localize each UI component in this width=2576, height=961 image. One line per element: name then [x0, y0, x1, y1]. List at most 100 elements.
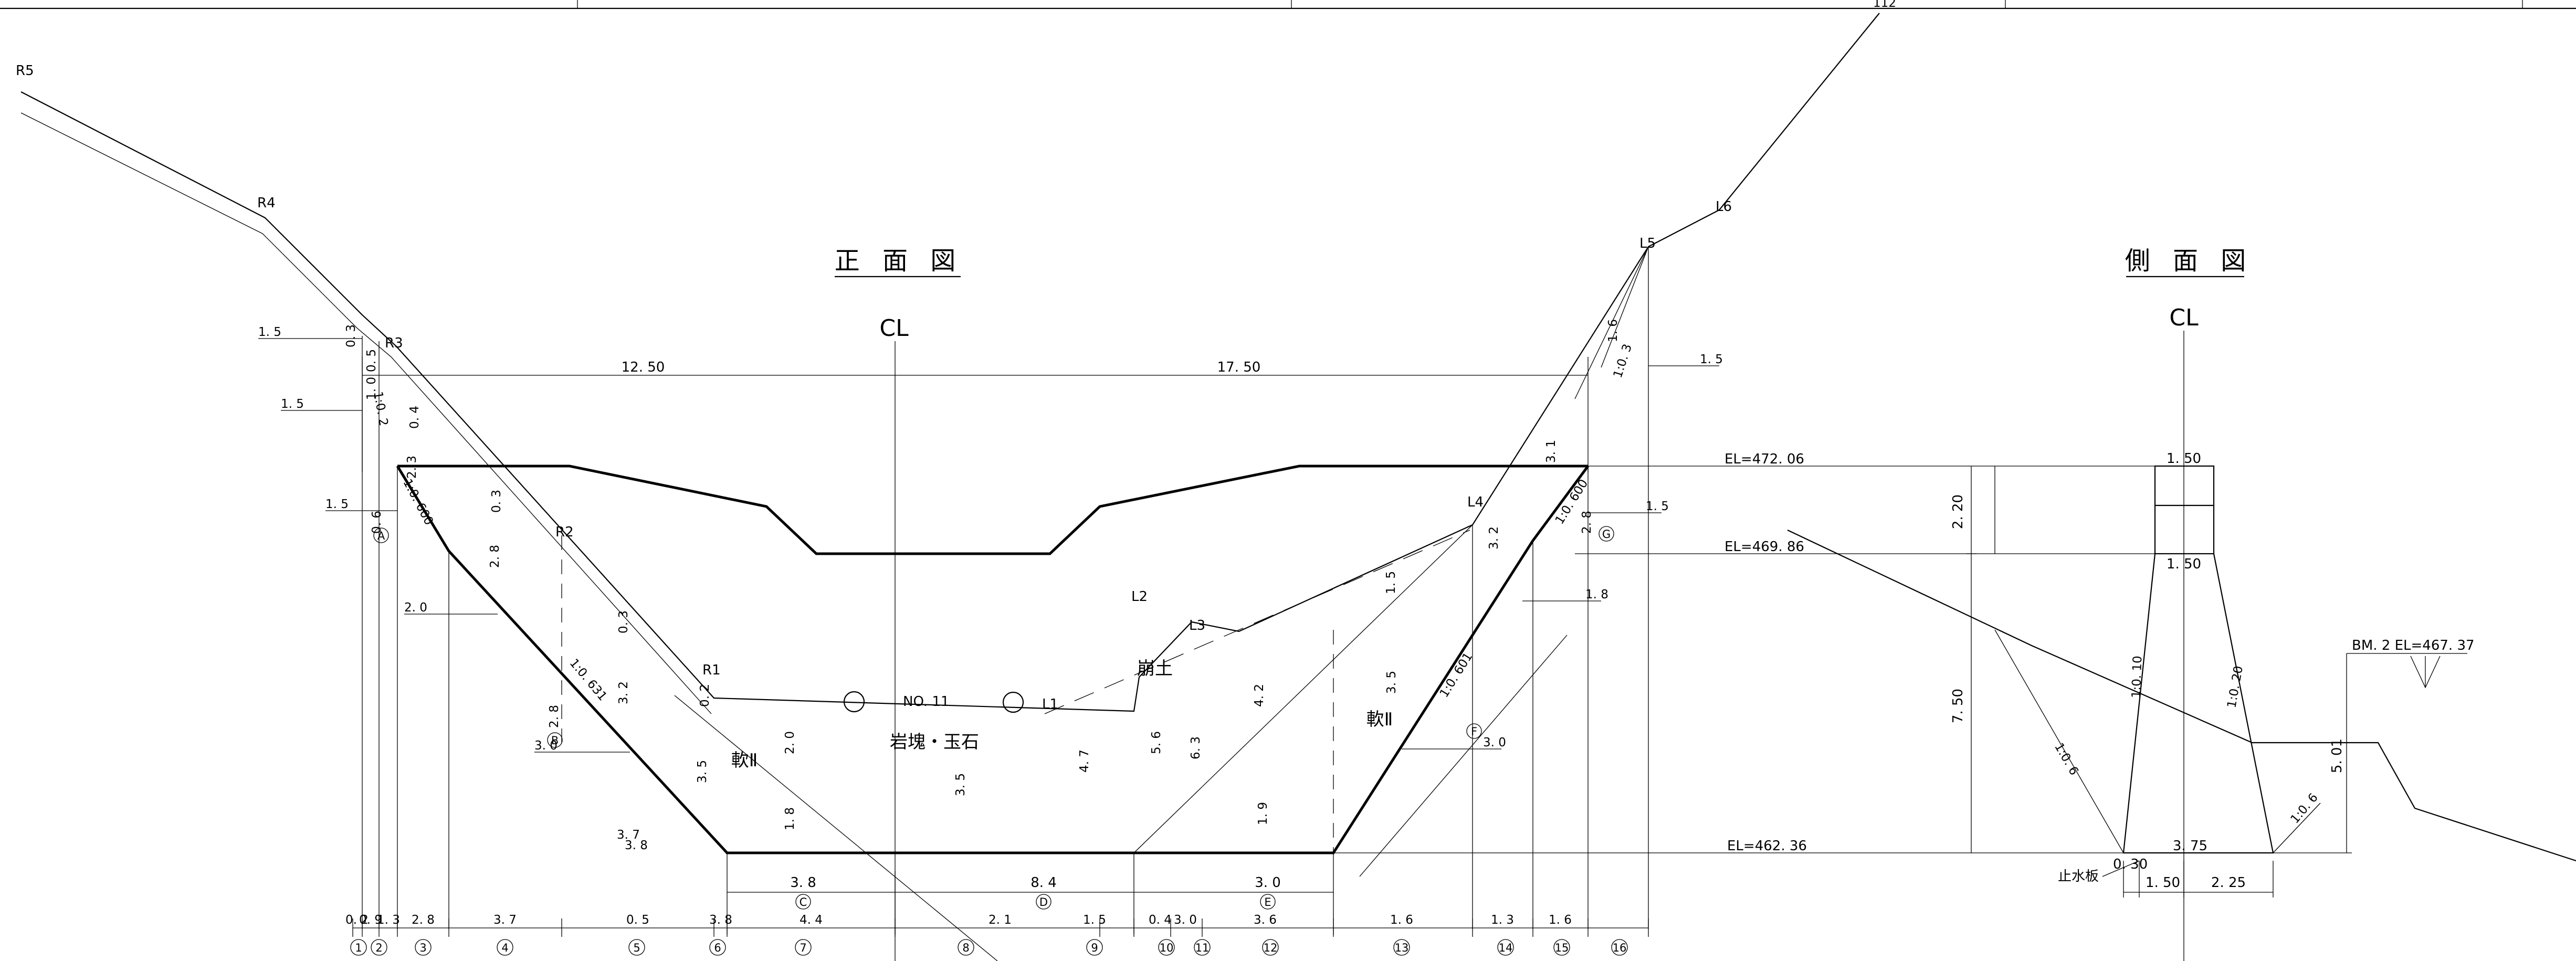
title-block-fragment: 112: [0, 0, 2576, 10]
station-mark-label: 1: [355, 942, 362, 954]
slope-label-b: 1:0. 631: [567, 657, 609, 704]
boring-circle-left: [843, 691, 865, 713]
vertical-dim-8: 5. 6: [1150, 731, 1163, 754]
side-dam-section: [2122, 465, 2274, 854]
bottom-dim-6: 0. 5: [626, 913, 649, 927]
station-mark-label: 9: [1091, 942, 1098, 954]
benchmark: BM. 2 EL=467. 37 5. 01: [2273, 638, 2475, 853]
station-mark-14: 14: [1497, 939, 1514, 956]
station-mark-10: 10: [1158, 939, 1175, 956]
material-collapse-soil: 崩土: [1137, 658, 1173, 679]
side-foot-slope-left: 1:0. 6: [2052, 741, 2081, 777]
station-mark-11: 11: [1194, 939, 1211, 956]
benchmark-height: 5. 01: [2329, 738, 2345, 773]
point-label-r1: R1: [702, 662, 721, 678]
station-mark-label: 3: [419, 942, 426, 954]
slope-labels: 1:0. 600 1:0. 631 1:0. 601 1:0. 600 1:0.…: [371, 342, 1635, 703]
elevation-label-top: EL=472. 06: [1725, 451, 1804, 467]
material-soft-left: 軟Ⅱ: [731, 750, 758, 771]
left-label-5: 3. 0: [534, 739, 558, 753]
point-label-r4: R4: [257, 195, 276, 211]
left-label-2: 1. 5: [281, 397, 304, 411]
station-mark-2: 2: [371, 939, 387, 956]
vertical-dim-19: 0. 4: [408, 406, 422, 429]
station-mark-13: 13: [1393, 939, 1410, 956]
side-height-total: 7. 50: [1950, 689, 1966, 723]
right-label-3: 1. 8: [1585, 588, 1608, 601]
vertical-dim-23: 1. 0: [365, 377, 378, 400]
material-soft-right: 軟Ⅱ: [1366, 709, 1393, 730]
side-base-width: 3. 75: [2173, 838, 2207, 854]
vertical-dim-21: 0. 3: [344, 324, 358, 347]
vertical-dim-2: 3. 2: [617, 681, 630, 704]
vertical-dim-10: 4. 2: [1253, 684, 1266, 707]
station-mark-label: 6: [714, 942, 721, 954]
sub-dim-d: 8. 4: [1031, 875, 1057, 891]
side-view-title: 側 面 図: [2125, 246, 2254, 276]
front-view-title: 正 面 図: [835, 246, 963, 276]
station-mark-3: 3: [415, 939, 432, 956]
left-label-1: 1. 5: [258, 325, 281, 339]
station-mark-label: 5: [633, 942, 640, 954]
right-label-2: 1. 5: [1646, 500, 1669, 513]
side-slope-right: 1:0. 20: [2225, 665, 2246, 709]
sub-mark-e: E: [1264, 896, 1271, 909]
excavation-lines: [561, 524, 1568, 961]
elevation-lines: EL=472. 06 EL=469. 86 EL=462. 36: [1333, 451, 1979, 854]
vertical-dim-22: 0. 5: [365, 349, 378, 372]
left-label-4: 2. 0: [404, 601, 427, 615]
vertical-dim-12: 3. 5: [1385, 671, 1399, 694]
boring-circle-right: [1002, 691, 1024, 713]
station-mark-label: 13: [1395, 942, 1409, 954]
station-mark-label: 16: [1613, 942, 1627, 954]
station-mark-7: 7: [795, 939, 812, 956]
side-mark-g: G: [1602, 528, 1611, 541]
point-label-l4: L4: [1467, 494, 1484, 510]
vertical-dim-18: 2. 8: [1580, 511, 1594, 534]
vertical-dim-24: 0. 3: [617, 610, 630, 633]
sub-dim-e: 3. 0: [1255, 875, 1281, 891]
material-rock: 岩塊・玉石: [890, 732, 979, 753]
station-mark-16: 16: [1611, 939, 1628, 956]
point-label-l1: L1: [1042, 696, 1058, 712]
station-mark-5: 5: [628, 939, 645, 956]
front-view-cl: CL: [879, 315, 909, 342]
side-view-cl: CL: [2169, 304, 2199, 331]
station-mark-1: 1: [350, 939, 367, 956]
vertical-dim-15: 3. 1: [1544, 440, 1558, 463]
bottom-dim-13: 3. 6: [1254, 913, 1277, 927]
vertical-dim-9: 6. 3: [1189, 736, 1203, 759]
vertical-dim-11: 1. 9: [1256, 802, 1270, 825]
side-mid-width: 1. 50: [2167, 556, 2201, 572]
vertical-dim-13: 1. 5: [1384, 571, 1398, 594]
side-slope-left: 1:0. 10: [2130, 656, 2145, 699]
vertical-dim-7: 4. 7: [1078, 749, 1091, 773]
vertical-dim-17: 2. 3: [405, 456, 419, 479]
station-mark-label: 2: [375, 942, 382, 954]
station-mark-label: 14: [1499, 942, 1513, 954]
vertical-dim-26: 0. 6: [370, 511, 384, 534]
bottom-dim-16: 1. 6: [1549, 913, 1572, 927]
side-mark-f: F: [1471, 725, 1477, 738]
slope-label-upper-right: 1:0. 3: [1611, 342, 1635, 379]
bottom-dim-4: 2. 8: [412, 913, 435, 927]
bottom-dim-5: 3. 7: [493, 913, 517, 927]
bottom-dim-10: 1. 5: [1083, 913, 1106, 927]
station-mark-label: 7: [800, 942, 806, 954]
left-label-6: 3. 7: [617, 828, 640, 842]
point-label-l2: L2: [1131, 589, 1148, 605]
station-mark-9: 9: [1086, 939, 1103, 956]
side-base-part-right: 2. 25: [2211, 875, 2246, 891]
right-label-1: 1. 5: [1700, 353, 1723, 366]
station-mark-8: 8: [958, 939, 974, 956]
bottom-dim-8: 4. 4: [800, 913, 823, 927]
sub-mark-d: D: [1039, 896, 1048, 909]
ground-profile: [20, 13, 1880, 714]
left-label-7: 3. 8: [625, 839, 648, 852]
point-label-l6: L6: [1716, 199, 1732, 215]
bottom-dim-3: 1. 3: [377, 913, 400, 927]
sub-dimension-d: 8. 4 D: [1031, 875, 1057, 910]
vertical-dim-1: 2. 8: [488, 545, 502, 568]
